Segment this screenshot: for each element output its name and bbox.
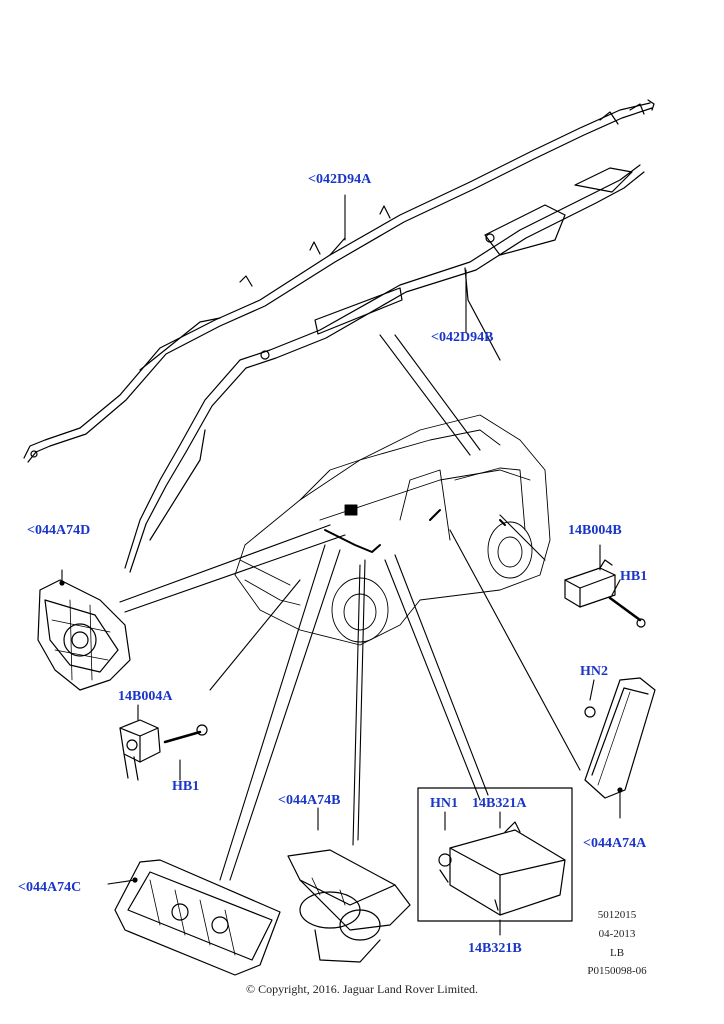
copyright-notice: © Copyright, 2016. Jaguar Land Rover Lim… [245, 982, 479, 996]
leader-lines [61, 194, 621, 936]
curtain-airbag-right [124, 164, 645, 573]
callout-nut-module[interactable]: HN1 [430, 796, 458, 811]
callout-curtain-airbag-left[interactable]: <042D94A [308, 172, 372, 187]
curtain-airbag-left [23, 99, 655, 463]
callout-driver-airbag[interactable]: <044A74D [27, 523, 91, 538]
callout-passenger-airbag[interactable]: <044A74B [278, 793, 341, 808]
vehicle-outline [234, 414, 551, 646]
callout-sensor-top[interactable]: 14B004B [568, 523, 622, 538]
callout-knee-airbag[interactable]: <044A74C [18, 880, 82, 895]
passenger-airbag [287, 849, 411, 963]
callout-curtain-airbag-right[interactable]: <042D94B [431, 330, 494, 345]
callout-bolt-left[interactable]: HB1 [172, 779, 200, 794]
crash-sensor-left [119, 719, 208, 781]
driver-airbag-module [37, 579, 131, 691]
part-reference: P0150098-06 [587, 965, 647, 977]
callout-module-bottom[interactable]: 14B321B [468, 941, 522, 956]
control-module-box [417, 787, 573, 922]
callout-module-top[interactable]: 14B321A [472, 796, 527, 811]
side-airbag [584, 677, 656, 799]
callout-nut-side[interactable]: HN2 [580, 664, 608, 679]
doc-number: 5012015 [597, 909, 637, 921]
knee-airbag [114, 859, 281, 976]
crash-sensor-top [564, 559, 646, 628]
callout-sensor-left[interactable]: 14B004A [118, 689, 173, 704]
doc-date: 04-2013 [598, 928, 636, 940]
doc-region: LB [609, 947, 625, 959]
callout-side-airbag[interactable]: <044A74A [583, 836, 647, 851]
callout-bolt-top[interactable]: HB1 [620, 569, 648, 584]
